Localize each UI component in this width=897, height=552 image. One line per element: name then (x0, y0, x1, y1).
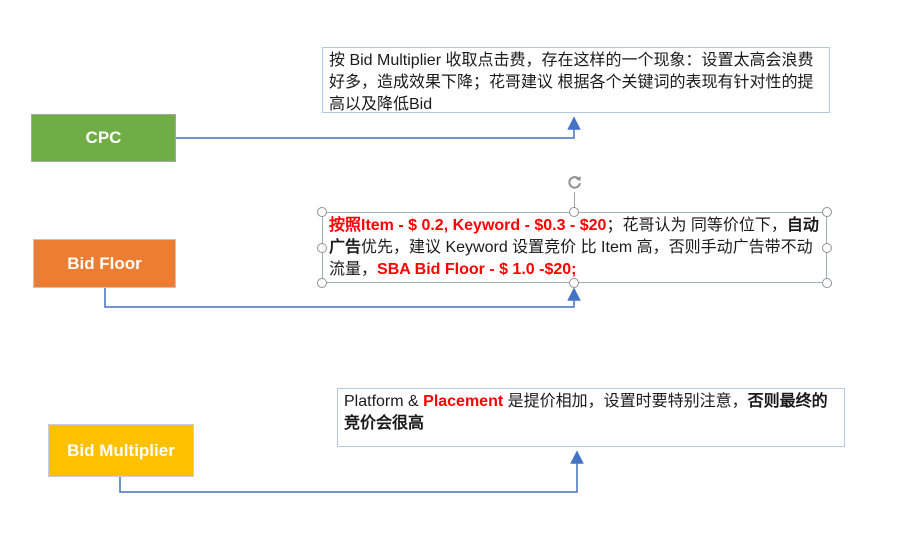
textbox-cpc-note-text: 按 Bid Multiplier 收取点击费，存在这样的一个现象：设置太高会浪费… (329, 52, 814, 113)
connector-bidmultiplier-to-note[interactable] (119, 450, 584, 493)
shape-bid-floor-label: Bid Floor (67, 253, 142, 273)
selection-handle-mid-right[interactable] (822, 243, 832, 253)
selection-handle-top-left[interactable] (317, 207, 327, 217)
shape-cpc-label: CPC (85, 128, 122, 147)
shape-bid-multiplier[interactable]: Bid Multiplier (48, 424, 194, 477)
textbox-bid-floor-note-text: 按照Item - $ 0.2, Keyword - $0.3 - $20；花哥认… (329, 217, 819, 278)
selection-handle-top-center[interactable] (569, 207, 579, 217)
textbox-bid-multiplier-note-text: Platform & Placement 是提价相加，设置时要特别注意，否则最终… (344, 393, 828, 432)
rotate-handle-stem (574, 192, 575, 210)
selection-handle-bottom-right[interactable] (822, 278, 832, 288)
selection-handle-top-right[interactable] (822, 207, 832, 217)
shape-bid-multiplier-label: Bid Multiplier (67, 440, 175, 460)
shape-bid-floor[interactable]: Bid Floor (33, 239, 176, 288)
textbox-bid-floor-note[interactable]: 按照Item - $ 0.2, Keyword - $0.3 - $20；花哥认… (322, 212, 827, 283)
shape-cpc[interactable]: CPC (31, 114, 176, 162)
selection-handle-bottom-left[interactable] (317, 278, 327, 288)
selection-handle-bottom-center[interactable] (569, 278, 579, 288)
connector-cpc-to-note[interactable] (176, 116, 581, 139)
textbox-cpc-note[interactable]: 按 Bid Multiplier 收取点击费，存在这样的一个现象：设置太高会浪费… (322, 47, 830, 113)
rotate-handle-icon[interactable] (566, 174, 583, 191)
selection-handle-mid-left[interactable] (317, 243, 327, 253)
textbox-bid-multiplier-note[interactable]: Platform & Placement 是提价相加，设置时要特别注意，否则最终… (337, 388, 845, 447)
connector-bidfloor-to-note[interactable] (104, 287, 581, 308)
